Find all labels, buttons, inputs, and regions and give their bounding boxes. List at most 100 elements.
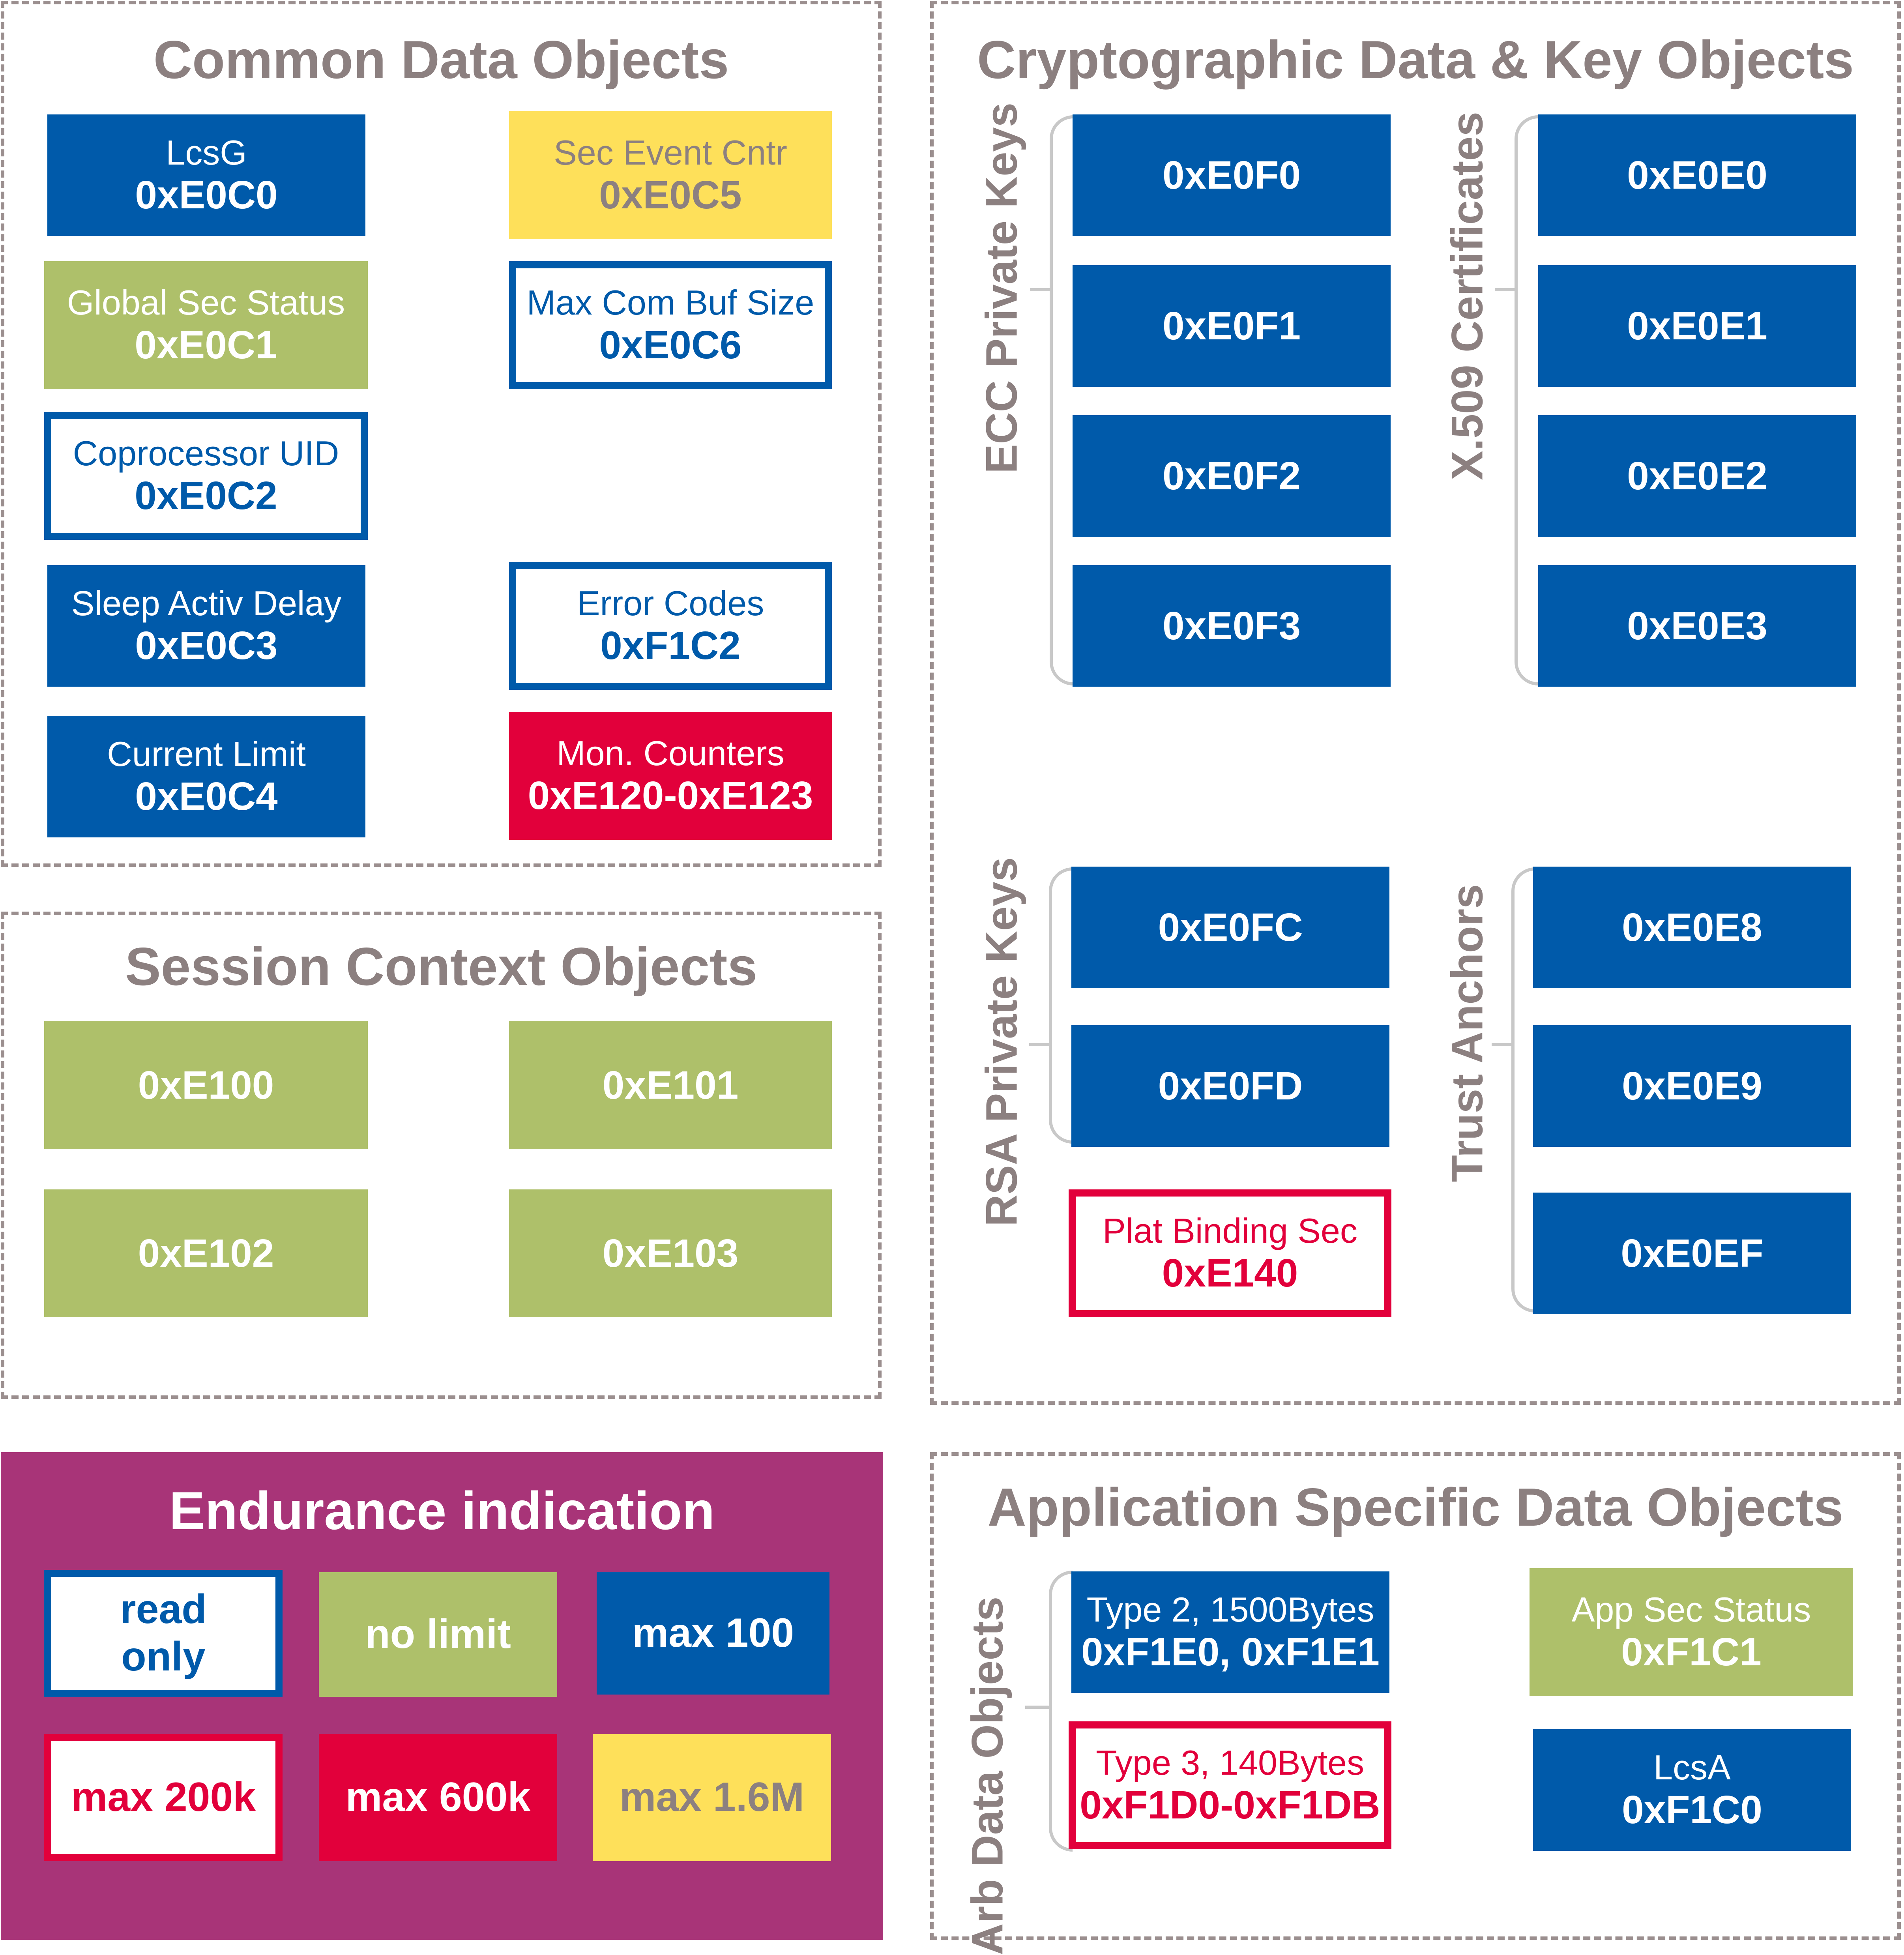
legend-max-100: max 100 <box>597 1572 829 1695</box>
trust-bracket-tick <box>1492 1043 1512 1046</box>
trust-anchor-e0e8[interactable]: 0xE0E8 <box>1533 867 1851 988</box>
object-id: 0xE0C3 <box>135 624 278 668</box>
object-max-com-buf-size[interactable]: Max Com Buf Size 0xE0C6 <box>509 261 832 389</box>
object-sleep-activ-delay[interactable]: Sleep Activ Delay 0xE0C3 <box>47 565 365 687</box>
session-context-objects-title: Session Context Objects <box>125 936 758 996</box>
object-name: Sec Event Cntr <box>554 133 787 172</box>
cryptographic-objects-panel: Cryptographic Data & Key Objects <box>930 1 1901 1405</box>
session-object-e103[interactable]: 0xE103 <box>509 1189 832 1317</box>
object-id: 0xE100 <box>138 1063 274 1107</box>
cryptographic-objects-title: Cryptographic Data & Key Objects <box>977 30 1854 90</box>
arb-object-type2[interactable]: Type 2, 1500Bytes 0xF1E0, 0xF1E1 <box>1071 1571 1389 1693</box>
application-specific-objects-panel: Application Specific Data Objects <box>930 1452 1901 1940</box>
object-lcsg[interactable]: LcsG 0xE0C0 <box>47 114 365 236</box>
certificate-e0e2[interactable]: 0xE0E2 <box>1538 415 1856 537</box>
object-name: Plat Binding Sec <box>1103 1211 1357 1250</box>
trust-anchor-e0e9[interactable]: 0xE0E9 <box>1533 1025 1851 1147</box>
common-data-objects-title: Common Data Objects <box>153 30 729 90</box>
legend-read-only: read only <box>44 1570 283 1697</box>
object-id: 0xE0F1 <box>1162 303 1301 348</box>
application-specific-objects-title: Application Specific Data Objects <box>987 1477 1844 1537</box>
x509-bracket-tick <box>1495 288 1515 291</box>
object-name: Type 3, 140Bytes <box>1096 1743 1364 1782</box>
object-id: 0xE0FD <box>1158 1064 1303 1108</box>
object-name: Global Sec Status <box>67 283 345 322</box>
session-context-objects-panel: Session Context Objects <box>1 912 882 1399</box>
object-id: 0xF1D0-0xF1DB <box>1080 1783 1380 1828</box>
object-id: 0xE0C2 <box>135 474 277 518</box>
object-error-codes[interactable]: Error Codes 0xF1C2 <box>509 562 832 690</box>
certificate-e0e3[interactable]: 0xE0E3 <box>1538 565 1856 687</box>
app-sec-status[interactable]: App Sec Status 0xF1C1 <box>1530 1568 1853 1696</box>
object-id: 0xE0E9 <box>1622 1064 1762 1108</box>
rsa-bracket-tick <box>1029 1043 1050 1046</box>
x509-bracket <box>1515 115 1538 685</box>
object-id: 0xE0E8 <box>1622 905 1762 949</box>
legend-no-limit: no limit <box>319 1572 557 1697</box>
object-id: 0xF1E0, 0xF1E1 <box>1081 1630 1380 1674</box>
session-object-e100[interactable]: 0xE100 <box>44 1021 368 1149</box>
arb-bracket-tick <box>1025 1706 1050 1709</box>
object-name: Max Com Buf Size <box>526 283 814 322</box>
trust-anchor-e0ef[interactable]: 0xE0EF <box>1533 1193 1851 1314</box>
arb-data-objects-label: Arb Data Objects <box>962 1596 1012 1955</box>
object-id: 0xE120-0xE123 <box>528 773 813 818</box>
ecc-bracket-tick <box>1030 288 1050 291</box>
object-id: 0xE0C4 <box>135 774 278 819</box>
rsa-private-keys-label: RSA Private Keys <box>977 857 1026 1227</box>
rsa-key-e0fc[interactable]: 0xE0FC <box>1071 867 1389 988</box>
object-id: 0xE0F3 <box>1162 603 1301 648</box>
object-id: 0xE0E0 <box>1627 153 1767 197</box>
common-data-objects-panel: Common Data Objects <box>1 1 882 867</box>
object-id: 0xE102 <box>138 1231 274 1275</box>
session-object-e101[interactable]: 0xE101 <box>509 1021 832 1149</box>
object-id: 0xE0C5 <box>599 173 742 217</box>
object-name: Current Limit <box>107 734 306 773</box>
plat-binding-sec[interactable]: Plat Binding Sec 0xE140 <box>1069 1189 1391 1317</box>
legend-label: max 1.6M <box>619 1774 805 1820</box>
object-sec-event-cntr[interactable]: Sec Event Cntr 0xE0C5 <box>509 111 832 239</box>
object-name: Error Codes <box>577 583 764 623</box>
object-name: LcsA <box>1653 1747 1731 1787</box>
ecc-key-e0f2[interactable]: 0xE0F2 <box>1073 415 1391 537</box>
object-id: 0xF1C0 <box>1622 1788 1762 1832</box>
object-name: Mon. Counters <box>556 733 784 773</box>
ecc-bracket <box>1050 115 1073 685</box>
object-id: 0xE0EF <box>1621 1231 1764 1275</box>
object-id: 0xE103 <box>602 1231 739 1275</box>
object-current-limit[interactable]: Current Limit 0xE0C4 <box>47 716 365 837</box>
object-id: 0xE0E2 <box>1627 453 1767 498</box>
object-name: LcsG <box>166 133 247 172</box>
rsa-bracket <box>1049 867 1073 1144</box>
session-object-e102[interactable]: 0xE102 <box>44 1189 368 1317</box>
trust-anchors-label: Trust Anchors <box>1442 884 1492 1182</box>
legend-label: max 100 <box>632 1610 794 1656</box>
endurance-indication-title: Endurance indication <box>169 1481 715 1541</box>
x509-certificates-label: X.509 Certificates <box>1442 112 1492 480</box>
ecc-private-keys-label: ECC Private Keys <box>977 102 1026 474</box>
ecc-key-e0f3[interactable]: 0xE0F3 <box>1073 565 1391 687</box>
legend-label: no limit <box>365 1611 511 1657</box>
object-id: 0xE0C6 <box>599 323 742 367</box>
object-coprocessor-uid[interactable]: Coprocessor UID 0xE0C2 <box>44 412 368 540</box>
object-name: Sleep Activ Delay <box>71 583 342 623</box>
object-global-sec-status[interactable]: Global Sec Status 0xE0C1 <box>44 261 368 389</box>
lcsa[interactable]: LcsA 0xF1C0 <box>1533 1729 1851 1851</box>
object-id: 0xE0E3 <box>1627 603 1767 648</box>
arb-object-type3[interactable]: Type 3, 140Bytes 0xF1D0-0xF1DB <box>1069 1721 1391 1849</box>
legend-label: only <box>121 1634 206 1680</box>
ecc-key-e0f0[interactable]: 0xE0F0 <box>1073 114 1391 236</box>
object-name: Type 2, 1500Bytes <box>1086 1590 1374 1629</box>
object-name: App Sec Status <box>1571 1590 1811 1629</box>
certificate-e0e1[interactable]: 0xE0E1 <box>1538 265 1856 387</box>
object-id: 0xF1C2 <box>600 624 741 668</box>
legend-label: max 600k <box>345 1774 531 1820</box>
ecc-key-e0f1[interactable]: 0xE0F1 <box>1073 265 1391 387</box>
trust-bracket <box>1511 867 1535 1313</box>
certificate-e0e0[interactable]: 0xE0E0 <box>1538 114 1856 236</box>
object-id: 0xE101 <box>602 1063 739 1107</box>
object-mon-counters[interactable]: Mon. Counters 0xE120-0xE123 <box>509 712 832 840</box>
rsa-key-e0fd[interactable]: 0xE0FD <box>1071 1025 1389 1147</box>
object-id: 0xE0C0 <box>135 173 278 217</box>
legend-label: read <box>120 1586 207 1633</box>
